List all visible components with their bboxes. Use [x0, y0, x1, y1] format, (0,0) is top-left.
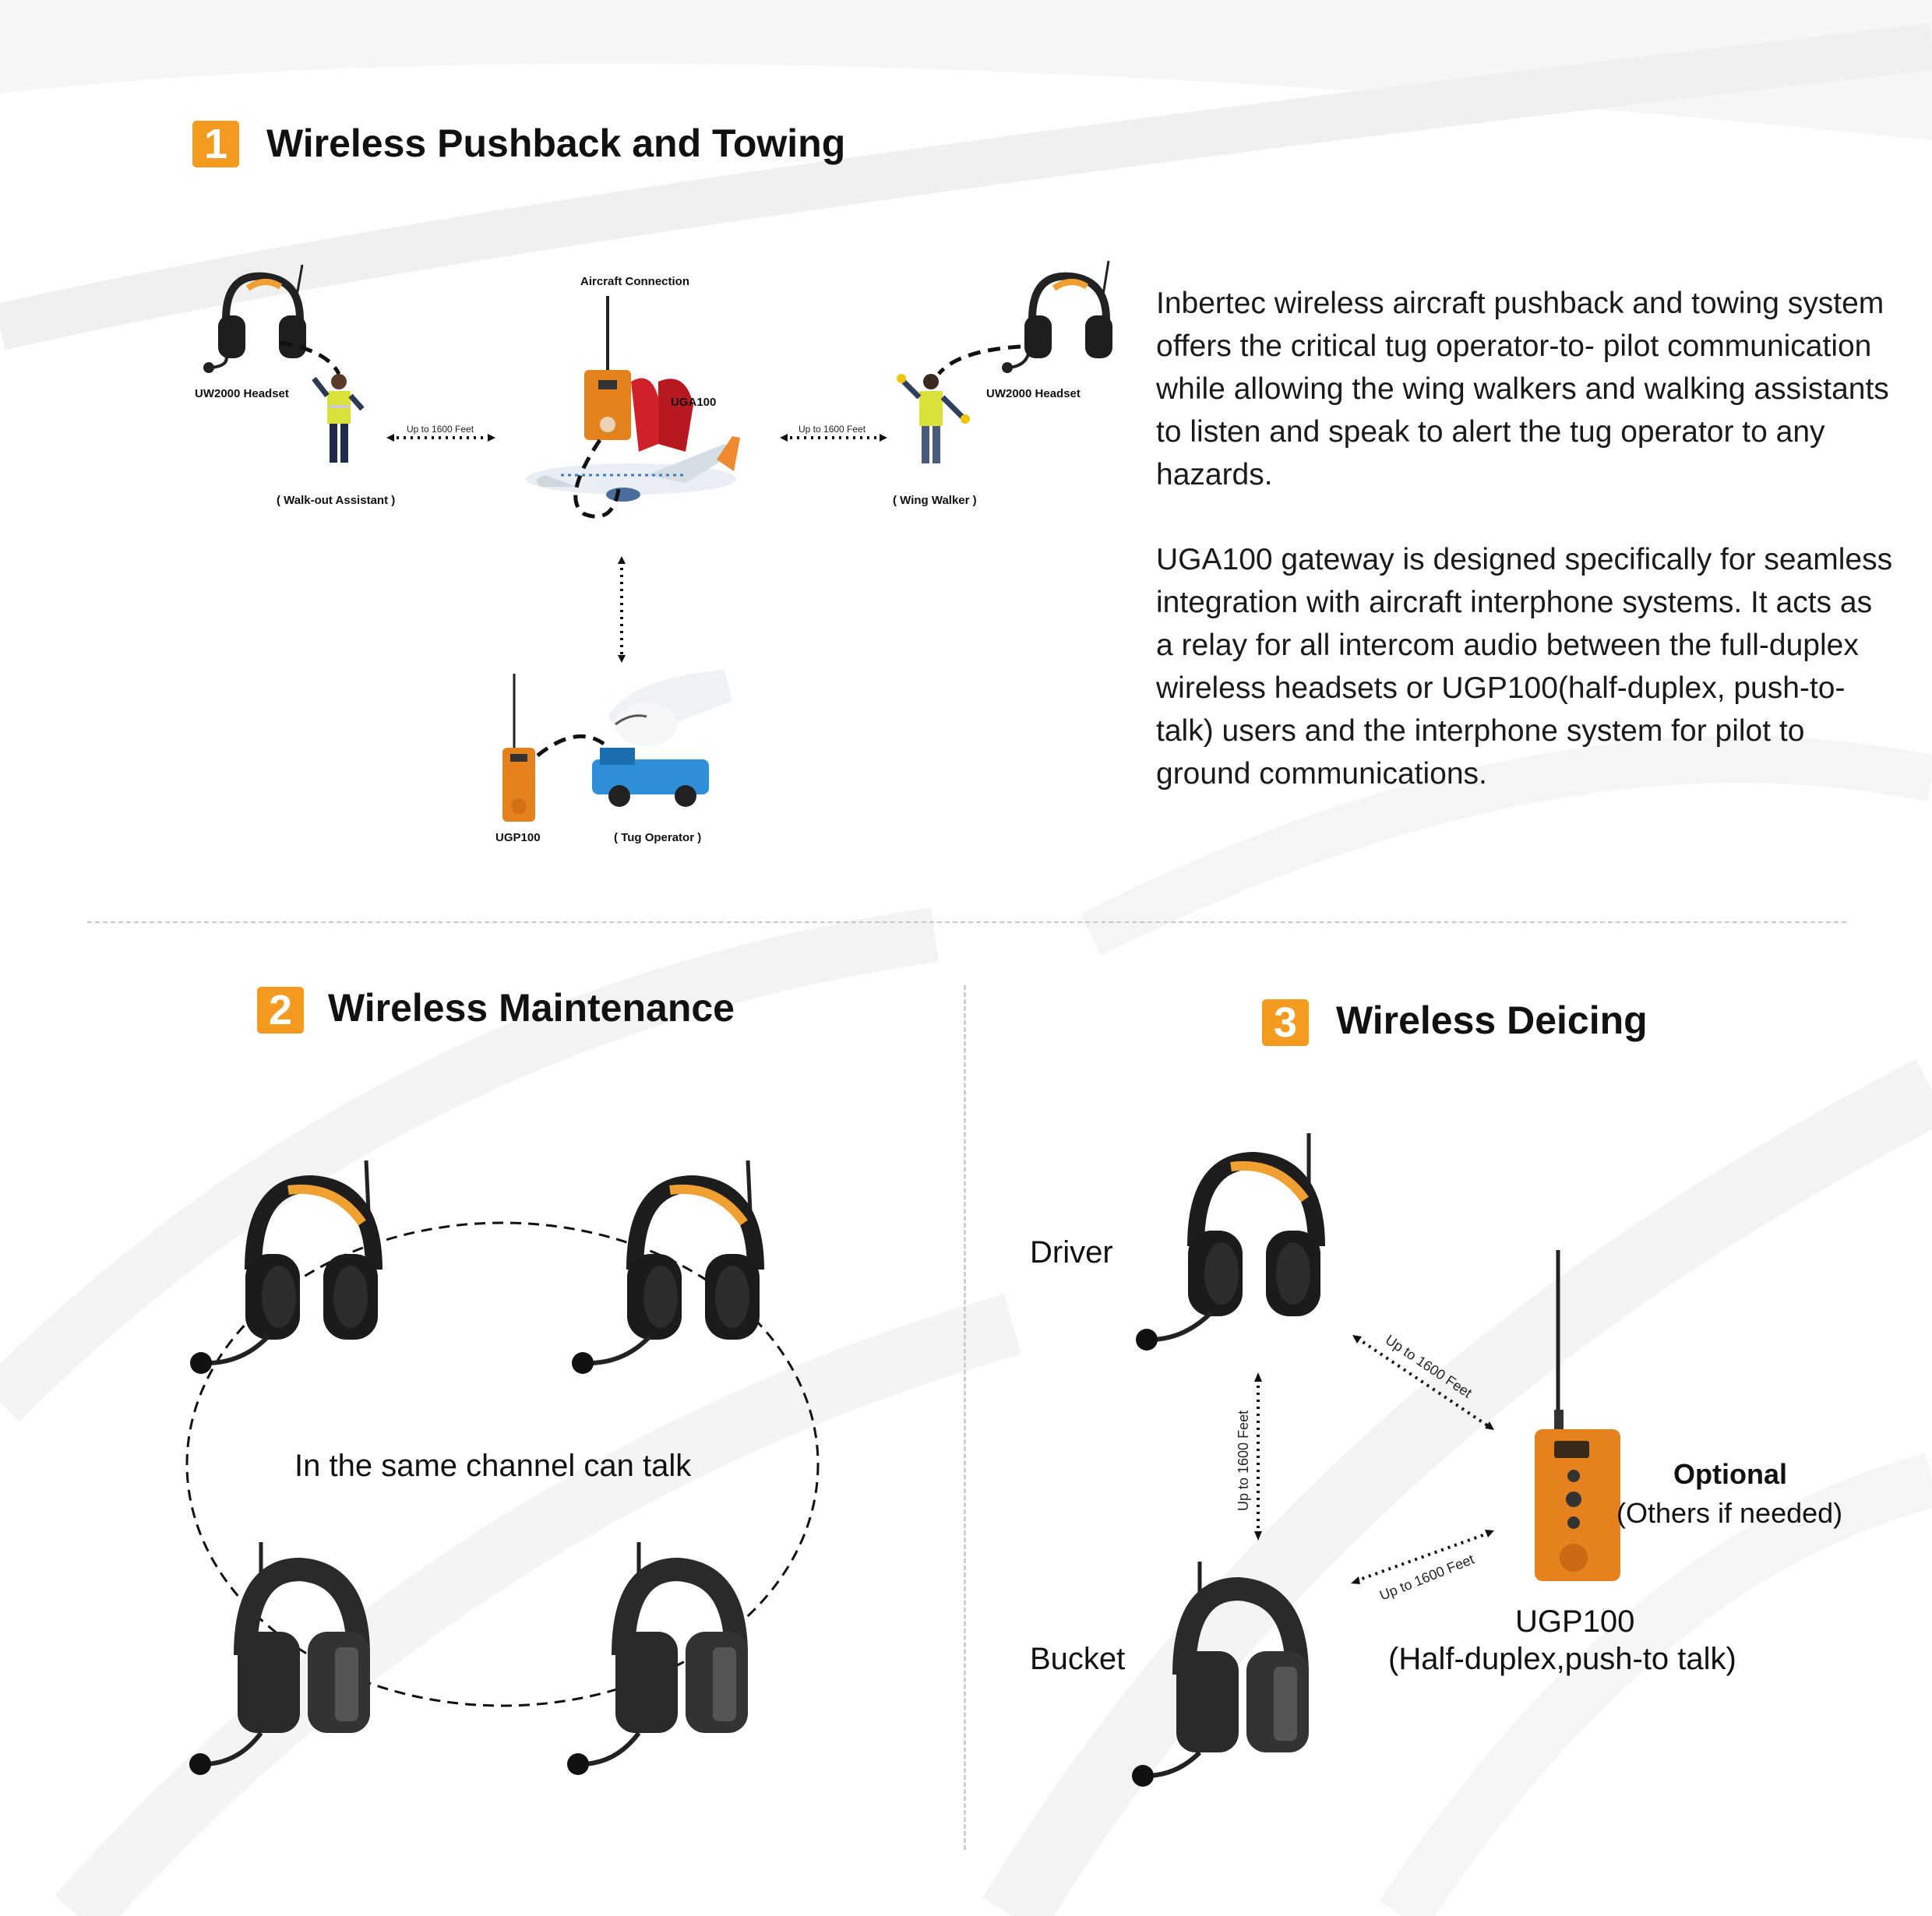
walkout-assistant-figure	[312, 374, 365, 463]
range-left-label: Up to 1600 Feet	[407, 424, 474, 435]
range-right-label: Up to 1600 Feet	[799, 424, 866, 435]
optional-label: Optional	[1673, 1458, 1787, 1490]
section1-title: Wireless Pushback and Towing	[266, 122, 846, 165]
right-uw2000-headset-icon	[1002, 260, 1112, 373]
tug-vehicle-icon	[592, 670, 732, 807]
maintenance-headset-top-left-icon	[190, 1160, 383, 1374]
tug-operator-label: ( Tug Operator )	[614, 831, 702, 844]
same-channel-text: In the same channel can talk	[294, 1449, 692, 1483]
section2-number-badge: 2	[257, 987, 304, 1034]
aircraft-connection-label: Aircraft Connection	[580, 275, 690, 288]
wing-walker-label: ( Wing Walker )	[893, 494, 977, 507]
deicing-headset-driver-icon	[1136, 1133, 1325, 1351]
section1-number-badge: 1	[192, 121, 239, 167]
wing-walker-figure	[897, 374, 970, 463]
ugp100-small-label: UGP100	[495, 831, 541, 844]
ugp100-radio-icon	[502, 674, 535, 822]
maintenance-headset-top-right-icon	[572, 1160, 764, 1374]
uw2000-left-label: UW2000 Headset	[195, 387, 289, 400]
ugp100-label: UGP100	[1515, 1604, 1635, 1639]
left-uw2000-headset-icon	[203, 264, 306, 373]
maintenance-headset-bottom-right-icon	[567, 1542, 748, 1775]
description-paragraph-2: UGA100 gateway is designed specifically …	[1156, 543, 1893, 791]
maintenance-headset-bottom-left-icon	[189, 1542, 370, 1775]
others-label: (Others if needed)	[1616, 1497, 1843, 1529]
uw2000-right-label: UW2000 Headset	[986, 387, 1081, 400]
section2-title: Wireless Maintenance	[328, 986, 735, 1030]
pushback-diagram	[203, 260, 1112, 822]
vertical-divider	[964, 985, 966, 1850]
uga100-label: UGA100	[671, 396, 717, 409]
driver-label: Driver	[1030, 1235, 1113, 1270]
section3-number-badge: 3	[1262, 999, 1309, 1046]
deicing-range-vertical-label: Up to 1600 Feet	[1236, 1410, 1251, 1511]
bucket-label: Bucket	[1030, 1642, 1126, 1676]
deicing-range-arrows	[1254, 1335, 1494, 1584]
description-paragraph-1: Inbertec wireless aircraft pushback and …	[1156, 287, 1889, 491]
ugp100-sub-label: (Half-duplex,push-to talk)	[1388, 1642, 1736, 1676]
maintenance-diagram	[185, 1221, 820, 1707]
uga100-gateway-icon	[584, 296, 693, 452]
ugp100-large-radio-icon	[1535, 1250, 1620, 1581]
airplane-icon	[526, 436, 740, 502]
deicing-headset-bucket-icon	[1132, 1562, 1309, 1787]
horizontal-divider	[87, 921, 1846, 923]
walkout-assistant-label: ( Walk-out Assistant )	[277, 494, 396, 507]
section3-title: Wireless Deicing	[1336, 999, 1648, 1042]
